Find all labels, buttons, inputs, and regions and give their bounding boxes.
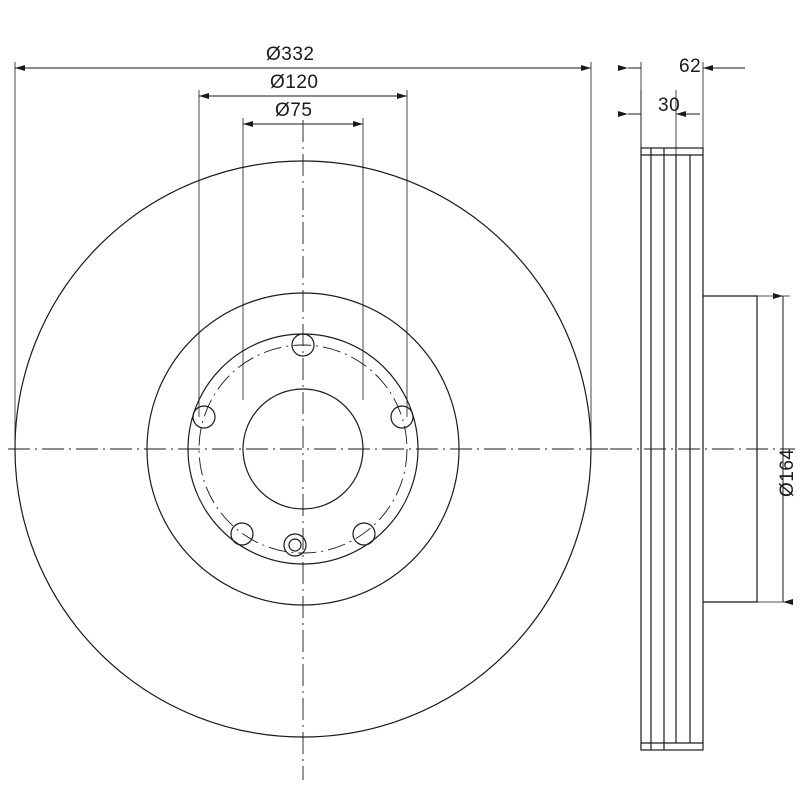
front-view-group (8, 120, 610, 780)
dim-label-hub-diameter: Ø164 (777, 448, 798, 497)
dim-label-overall-thickness: 62 (679, 56, 702, 77)
locating-pin-hole-inner (288, 538, 302, 552)
bolt-hole (352, 522, 376, 546)
bolt-hole (230, 522, 254, 546)
dim-label-bolt-circle: Ø120 (270, 72, 319, 93)
side-view-group (610, 147, 795, 751)
bolt-hole (192, 405, 216, 429)
locating-pin-hole (283, 533, 307, 557)
dim-label-center-bore: Ø75 (275, 100, 313, 121)
bolt-holes (192, 333, 414, 546)
dimension-lines (14, 62, 793, 605)
dim-label-disc-thickness: 30 (658, 95, 681, 116)
bolt-hole (390, 405, 414, 429)
side-overall-outline (640, 147, 704, 751)
dim-label-outer-diameter: Ø332 (266, 44, 315, 65)
